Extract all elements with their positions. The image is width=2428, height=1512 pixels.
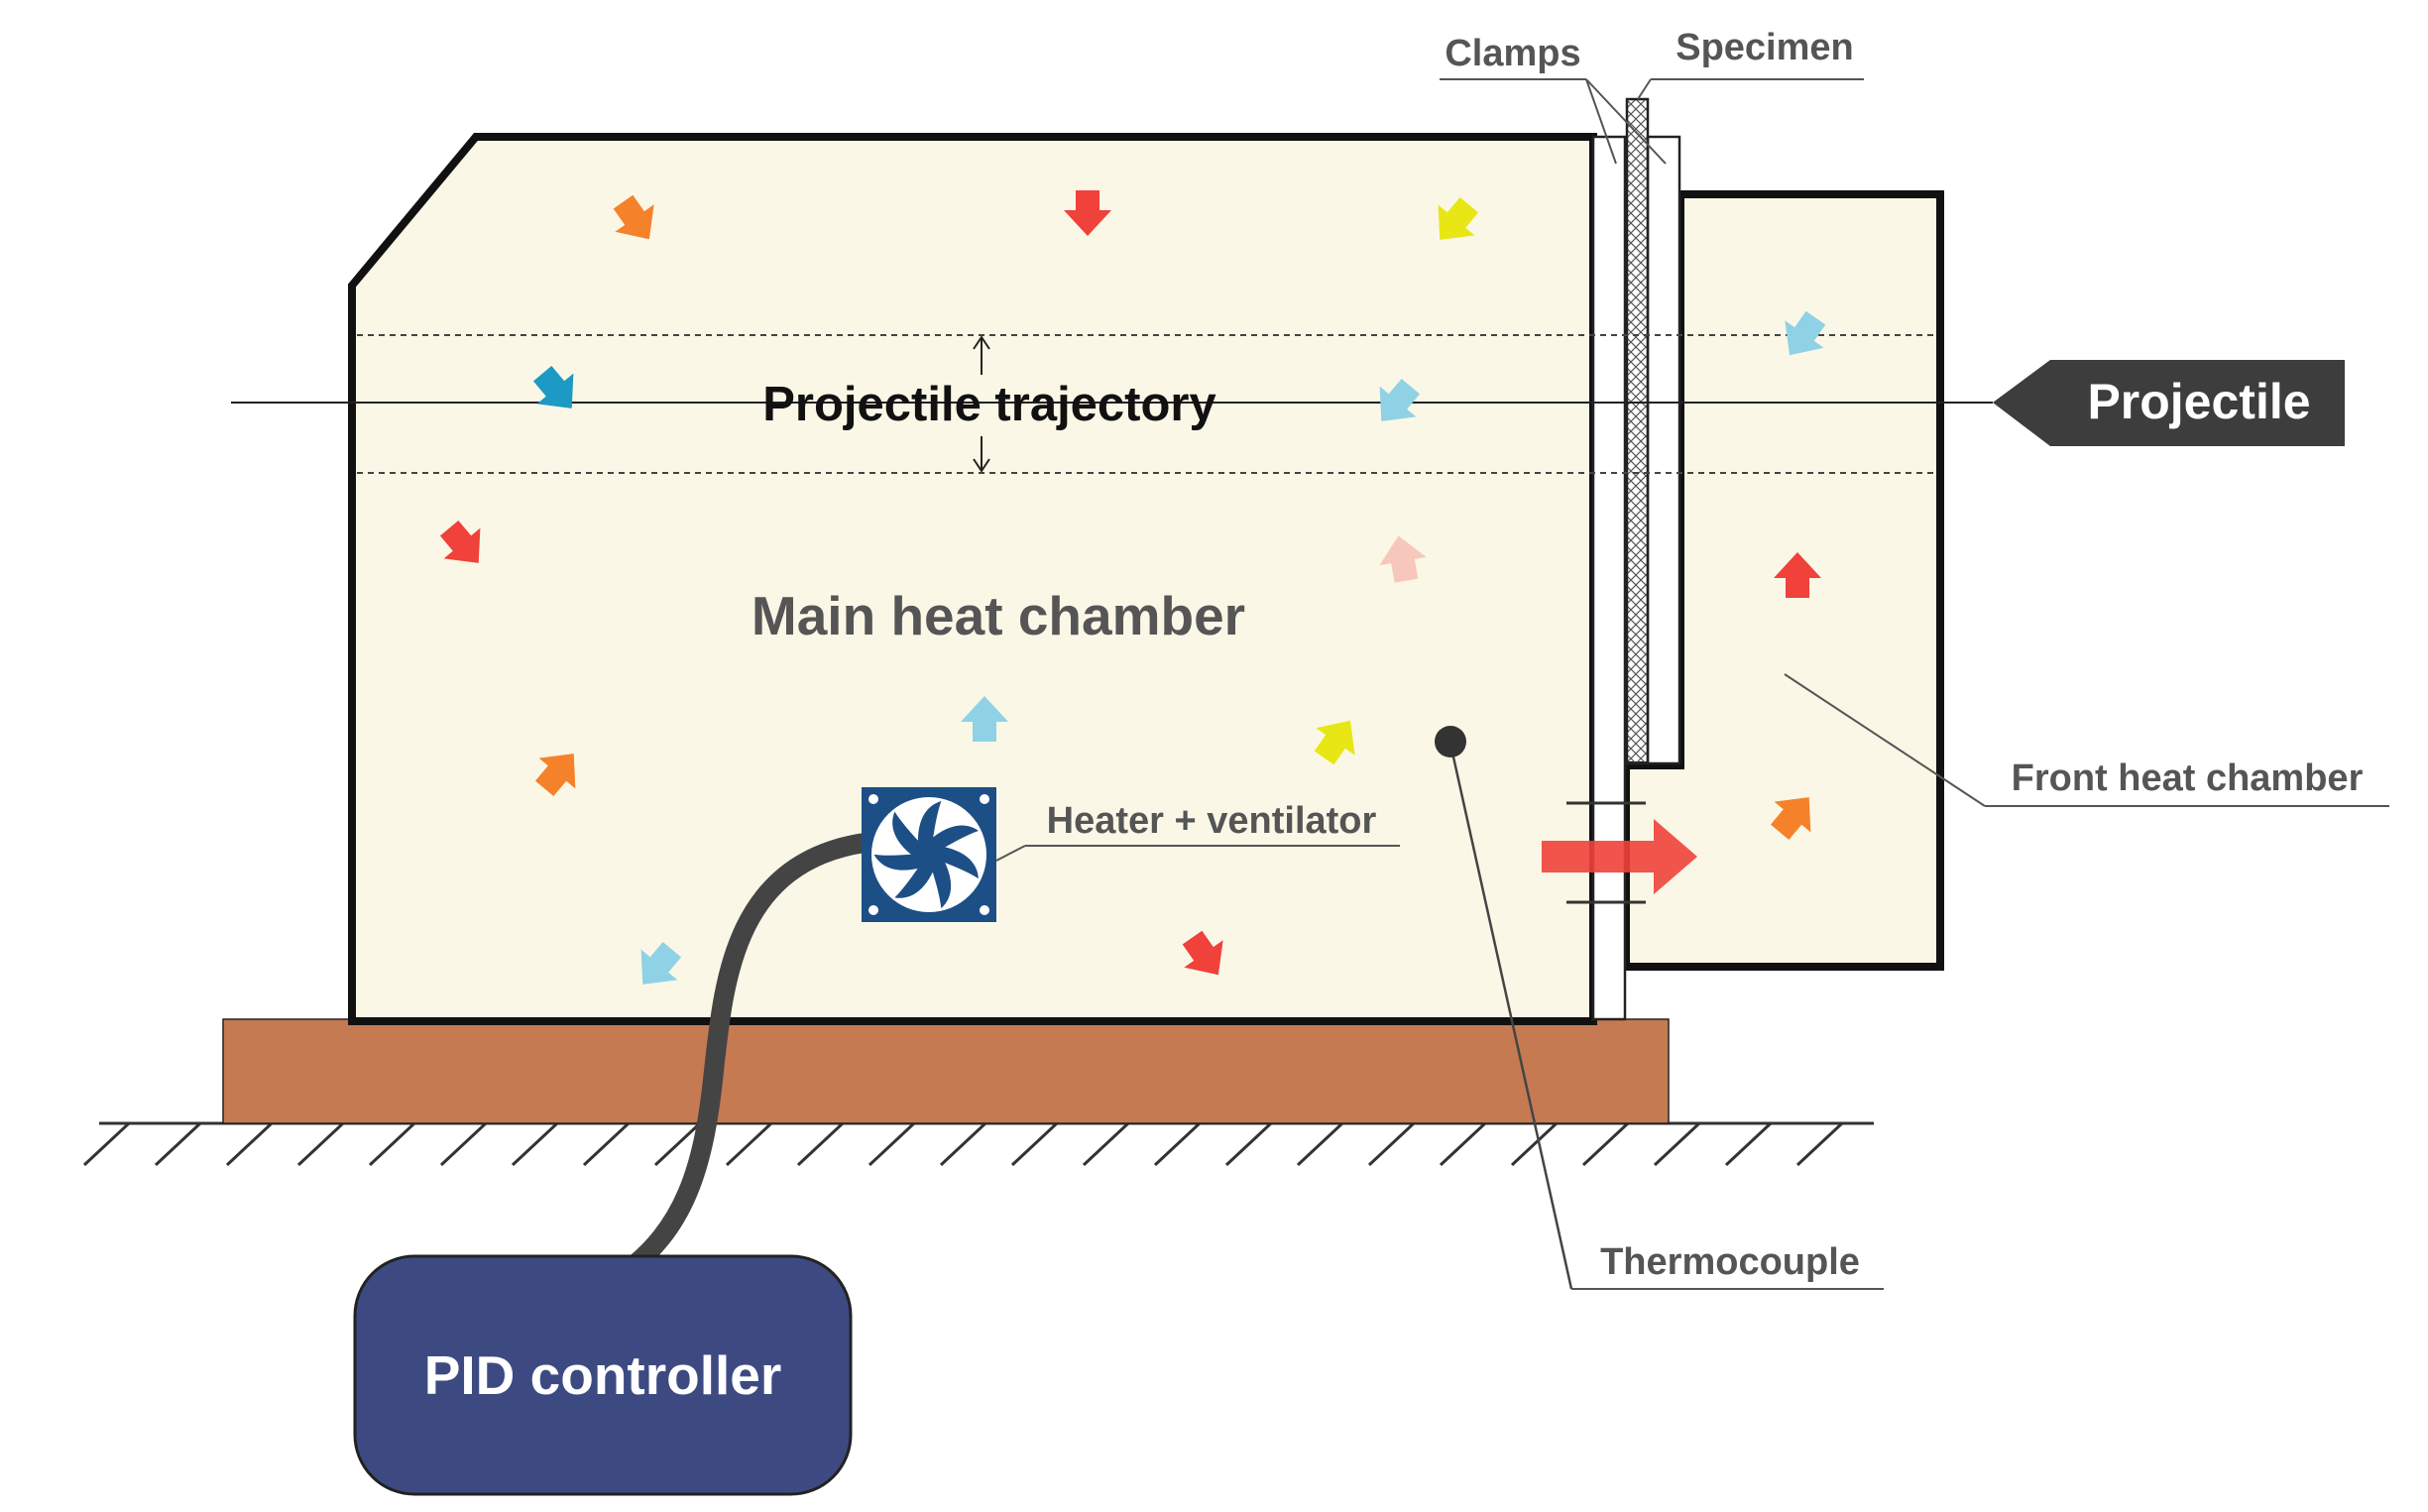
specimen xyxy=(1625,97,1650,765)
projectile-trajectory-label: Projectile trajectory xyxy=(762,378,1216,431)
hatch-mark xyxy=(867,1121,916,1167)
heat-transfer-arrow xyxy=(1542,819,1697,894)
hatch-mark xyxy=(939,1121,987,1167)
specimen-callout: Specimen xyxy=(1637,27,1864,100)
fan-icon xyxy=(862,787,996,922)
hatch-mark xyxy=(1510,1121,1559,1167)
hatch-mark xyxy=(1224,1121,1273,1167)
pid-controller: PID controller xyxy=(353,1254,853,1496)
hatch-mark xyxy=(82,1121,131,1167)
hatch-mark xyxy=(796,1121,845,1167)
hatch-mark xyxy=(653,1121,702,1167)
front-heat-chamber-callout: Front heat chamber xyxy=(1784,673,2389,807)
hatch-mark xyxy=(1296,1121,1344,1167)
hatch-mark xyxy=(1581,1121,1630,1167)
pid-controller-label: PID controller xyxy=(424,1344,782,1406)
hatch-mark xyxy=(1653,1121,1701,1167)
hatch-mark xyxy=(154,1121,202,1167)
thermocouple-callout: Thermocouple xyxy=(1571,1241,1884,1290)
hatch-mark xyxy=(439,1121,488,1167)
hatch-mark xyxy=(225,1121,274,1167)
trajectory-width-marker xyxy=(973,335,990,473)
trajectory-band xyxy=(357,334,1933,474)
hatch-mark xyxy=(1082,1121,1130,1167)
ground-hatch xyxy=(82,1121,1874,1167)
front-heat-chamber-label: Front heat chamber xyxy=(2012,757,2364,799)
fan-blade xyxy=(918,800,942,847)
hatch-mark xyxy=(368,1121,416,1167)
clamps-label: Clamps xyxy=(1445,33,1580,74)
projectile-label: Projectile xyxy=(2087,374,2310,429)
projectile-tag: Projectile xyxy=(1993,360,2345,446)
fan-blade xyxy=(892,811,923,859)
hatch-mark xyxy=(1724,1121,1773,1167)
hatch-mark xyxy=(296,1121,345,1167)
heater-ventilator-label: Heater + ventilator xyxy=(1047,800,1377,842)
hatch-mark xyxy=(725,1121,773,1167)
thermocouple xyxy=(1435,726,1573,1290)
fan-blade xyxy=(873,854,923,871)
clamp-bolts xyxy=(1566,801,1646,904)
specimen-label: Specimen xyxy=(1676,27,1854,68)
thermocouple-label: Thermocouple xyxy=(1600,1241,1860,1283)
fan-blade xyxy=(938,846,979,879)
clamps-callout: Clamps xyxy=(1440,33,1667,165)
heater-ventilator-callout: Heater + ventilator xyxy=(995,800,1400,862)
fan-blade xyxy=(894,862,936,898)
hatch-mark xyxy=(511,1121,559,1167)
hatch-mark xyxy=(582,1121,631,1167)
fan-blade xyxy=(930,858,952,909)
hatch-mark xyxy=(1439,1121,1487,1167)
hatch-mark xyxy=(1367,1121,1416,1167)
main-heat-chamber-label: Main heat chamber xyxy=(752,585,1245,646)
hatch-mark xyxy=(1795,1121,1844,1167)
pid-cable xyxy=(613,833,874,1284)
hatch-mark xyxy=(1010,1121,1059,1167)
fan-blade xyxy=(929,825,979,851)
hatch-mark xyxy=(1153,1121,1202,1167)
